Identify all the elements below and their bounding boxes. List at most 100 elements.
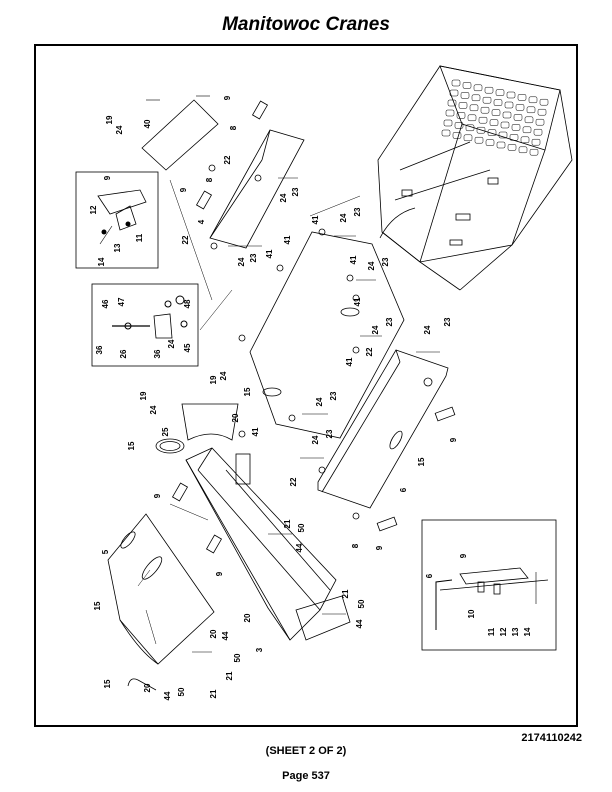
callout-24: 24 xyxy=(219,371,228,380)
callout-40: 40 xyxy=(143,119,152,128)
callout-13: 13 xyxy=(511,627,520,636)
callout-24: 24 xyxy=(237,257,246,266)
callout-9: 9 xyxy=(459,553,468,558)
callout-14: 14 xyxy=(97,257,106,266)
callout-8: 8 xyxy=(229,125,238,130)
callout-48: 48 xyxy=(183,299,192,308)
callout-3: 3 xyxy=(255,647,264,652)
drawing-frame xyxy=(34,44,578,727)
callout-19: 19 xyxy=(105,115,114,124)
callout-20: 20 xyxy=(143,683,152,692)
callout-22: 22 xyxy=(181,235,190,244)
callout-41: 41 xyxy=(311,215,320,224)
callout-8: 8 xyxy=(351,543,360,548)
callout-41: 41 xyxy=(345,357,354,366)
radiator-housing-part xyxy=(377,65,573,291)
callout-44: 44 xyxy=(355,619,364,628)
callout-50: 50 xyxy=(297,523,306,532)
page-number: Page 537 xyxy=(282,770,330,782)
callout-6: 6 xyxy=(399,487,408,492)
callout-41: 41 xyxy=(349,255,358,264)
callout-23: 23 xyxy=(385,317,394,326)
callout-6: 6 xyxy=(425,573,434,578)
callout-12: 12 xyxy=(499,627,508,636)
callout-19: 19 xyxy=(139,391,148,400)
callout-11: 11 xyxy=(135,233,144,242)
callout-24: 24 xyxy=(149,405,158,414)
callout-9: 9 xyxy=(179,187,188,192)
callout-19: 19 xyxy=(209,375,218,384)
callout-8: 8 xyxy=(205,177,214,182)
callout-15: 15 xyxy=(103,679,112,688)
callout-9: 9 xyxy=(449,437,458,442)
callout-46: 46 xyxy=(101,299,110,308)
fastener-stack xyxy=(146,95,440,653)
callout-25: 25 xyxy=(161,427,170,436)
grommet-ring-part xyxy=(155,438,185,454)
callout-23: 23 xyxy=(381,257,390,266)
callout-21: 21 xyxy=(283,519,292,528)
part-number: 2174110242 xyxy=(521,732,582,744)
callout-24: 24 xyxy=(371,325,380,334)
callout-9: 9 xyxy=(223,95,232,100)
upper-side-panel-part xyxy=(209,129,305,249)
callout-41: 41 xyxy=(283,235,292,244)
callout-10: 10 xyxy=(467,609,476,618)
callout-9: 9 xyxy=(103,175,112,180)
callout-24: 24 xyxy=(115,125,124,134)
callout-21: 21 xyxy=(225,671,234,680)
detail-box-latch-section xyxy=(421,519,557,651)
callout-24: 24 xyxy=(367,261,376,270)
callout-15: 15 xyxy=(243,387,252,396)
callout-14: 14 xyxy=(523,627,532,636)
page-title: Manitowoc Cranes xyxy=(222,14,390,35)
callout-24: 24 xyxy=(167,339,176,348)
callout-41: 41 xyxy=(251,427,260,436)
lower-right-panel-part xyxy=(317,349,449,509)
sheet-indicator: (SHEET 2 OF 2) xyxy=(265,745,347,757)
radiator-grille xyxy=(441,79,549,156)
callout-21: 21 xyxy=(341,589,350,598)
callout-9: 9 xyxy=(153,493,162,498)
callout-11: 11 xyxy=(487,627,496,636)
callout-4: 4 xyxy=(197,219,206,224)
callout-44: 44 xyxy=(295,543,304,552)
callout-36: 36 xyxy=(153,349,162,358)
callout-24: 24 xyxy=(339,213,348,222)
callout-50: 50 xyxy=(177,687,186,696)
callout-50: 50 xyxy=(357,599,366,608)
callout-24: 24 xyxy=(311,435,320,444)
hose-clamp-part xyxy=(127,678,157,691)
callout-15: 15 xyxy=(127,441,136,450)
callout-23: 23 xyxy=(353,207,362,216)
callout-36: 36 xyxy=(95,345,104,354)
callout-22: 22 xyxy=(365,347,374,356)
callout-23: 23 xyxy=(443,317,452,326)
callout-47: 47 xyxy=(117,297,126,306)
callout-44: 44 xyxy=(163,691,172,700)
detail-box-latch-assembly xyxy=(75,171,159,269)
detail-box-mount-assembly xyxy=(91,283,199,367)
leader-lines xyxy=(137,179,361,645)
callout-13: 13 xyxy=(113,243,122,252)
hinge-part xyxy=(208,164,360,520)
left-panel-part xyxy=(107,513,215,665)
callout-50: 50 xyxy=(233,653,242,662)
callout-23: 23 xyxy=(249,253,258,262)
bracket-part xyxy=(181,403,239,441)
callout-20: 20 xyxy=(231,413,240,422)
callout-24: 24 xyxy=(423,325,432,334)
callout-22: 22 xyxy=(223,155,232,164)
callout-15: 15 xyxy=(93,601,102,610)
main-frame-part xyxy=(185,447,351,641)
callout-26: 26 xyxy=(119,349,128,358)
callout-5: 5 xyxy=(101,549,110,554)
callout-20: 20 xyxy=(243,613,252,622)
callout-23: 23 xyxy=(329,391,338,400)
callout-20: 20 xyxy=(209,629,218,638)
